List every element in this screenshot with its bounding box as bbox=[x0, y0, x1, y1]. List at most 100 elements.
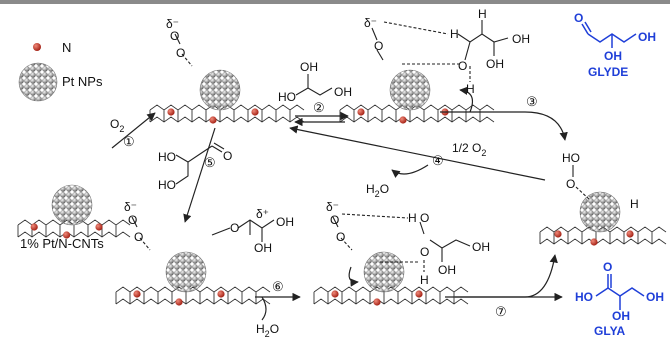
arrow-step-6-water bbox=[261, 296, 267, 321]
glyde-reagent-ho-1: HO bbox=[158, 150, 176, 164]
delta-minus-topleft: δ⁻ bbox=[166, 17, 179, 31]
curved-electron-arrow-top bbox=[459, 86, 473, 113]
nitrogen-atom bbox=[415, 290, 423, 298]
glyde-o: O bbox=[574, 11, 583, 25]
oxygen-right: O bbox=[566, 177, 575, 191]
nitrogen-atom bbox=[175, 298, 183, 306]
nitrogen-legend-label: N bbox=[62, 40, 71, 55]
glyde-label: GLYDE bbox=[588, 65, 628, 79]
catalyst-initial bbox=[17, 184, 131, 239]
step-5-label: ⑤ bbox=[204, 155, 216, 170]
glyde-oh-1: OH bbox=[604, 49, 622, 63]
oxygen-topleft-2: O bbox=[176, 46, 185, 60]
nitrogen-atom bbox=[133, 290, 141, 298]
oh-top-2: OH bbox=[512, 32, 530, 46]
step-numbers: ① ② ③ ④ ⑤ ⑥ ⑦ bbox=[123, 94, 538, 319]
arrows bbox=[111, 86, 568, 321]
reagents: O2 1/2 O2 H2O H2O bbox=[110, 117, 486, 337]
water-step-6: H2O bbox=[256, 322, 279, 337]
catalyst-bottom-middle bbox=[313, 251, 469, 306]
oxygen-bottommid-3: O bbox=[420, 211, 429, 225]
glya-structure bbox=[595, 274, 645, 310]
glyde-reagent-ho-2: HO bbox=[158, 178, 176, 192]
glya-oh-1: OH bbox=[612, 309, 630, 323]
glyde-structure bbox=[581, 21, 637, 48]
oxygen-top-2: O bbox=[458, 59, 467, 73]
hydrogen-top-2: H bbox=[478, 7, 487, 21]
glycerol-oh-mid: OH bbox=[300, 60, 318, 74]
hydrogen-bottommid-2: H bbox=[420, 273, 429, 287]
nitrogen-atom bbox=[209, 116, 217, 124]
platinum-legend-label: Pt NPs bbox=[62, 74, 103, 89]
peroxo-right bbox=[572, 165, 591, 201]
glycerol-oh-end: OH bbox=[334, 85, 352, 99]
glyde-reagent-o: O bbox=[223, 149, 232, 163]
top-rule bbox=[0, 0, 670, 4]
platinum-nanoparticle bbox=[165, 251, 207, 293]
bottommid-intermediate bbox=[332, 213, 471, 272]
delta-plus: δ⁺ bbox=[256, 207, 269, 221]
nitrogen-atom bbox=[554, 230, 562, 238]
peroxo-topleft bbox=[174, 33, 193, 67]
catalyst-top-middle bbox=[339, 69, 495, 124]
platinum-nanoparticle bbox=[51, 184, 93, 226]
glya-o: O bbox=[603, 260, 612, 274]
glyceraldehyde-molecule bbox=[175, 142, 225, 185]
step-1-label: ① bbox=[123, 134, 135, 149]
arrow-step-4 bbox=[289, 125, 546, 181]
step-4-label: ④ bbox=[432, 153, 444, 168]
nitrogen-legend-icon bbox=[33, 43, 41, 51]
oxygen-bottommid-2: O bbox=[336, 230, 345, 244]
oxygen-bottommid-4: O bbox=[420, 245, 429, 259]
platinum-nanoparticle bbox=[389, 69, 431, 111]
oxygen-bottomleft-1: O bbox=[128, 213, 137, 227]
oxygen-topleft-1: O bbox=[170, 29, 179, 43]
glya-oh-2: OH bbox=[646, 290, 664, 304]
arrow-step-5 bbox=[183, 127, 216, 223]
top-middle-intermediate bbox=[371, 20, 509, 82]
arrow-step-4-water bbox=[391, 164, 429, 178]
arrow-step-1 bbox=[111, 112, 156, 149]
hydrogen-top-3: H bbox=[466, 82, 475, 96]
curved-electron-arrow-bottom bbox=[348, 266, 359, 287]
nitrogen-atom bbox=[63, 231, 71, 239]
glycerol-molecule bbox=[295, 74, 333, 96]
step-2-label: ② bbox=[313, 100, 325, 115]
catalyst-top-left bbox=[149, 69, 305, 124]
hydrogen-bottommid-1: H bbox=[408, 211, 417, 225]
step-6-label: ⑥ bbox=[272, 279, 284, 294]
step-7-label: ⑦ bbox=[495, 304, 507, 319]
catalyst-label: 1% Pt/N-CNTs bbox=[20, 236, 104, 251]
ho-right: HO bbox=[562, 151, 580, 165]
step-3-label: ③ bbox=[526, 94, 538, 109]
hydrogen-right: H bbox=[630, 197, 639, 211]
platinum-nanoparticle bbox=[363, 251, 405, 293]
nitrogen-atom bbox=[357, 108, 365, 116]
glya-label: GLYA bbox=[594, 324, 625, 337]
nitrogen-atom bbox=[251, 108, 259, 116]
nitrogen-atom bbox=[626, 230, 634, 238]
glycerol-ho: HO bbox=[278, 90, 296, 104]
platinum-nanoparticle bbox=[199, 69, 241, 111]
catalyst-bottom-left bbox=[115, 251, 271, 306]
water-step-4: H2O bbox=[366, 182, 389, 199]
oh-bottommid-1: OH bbox=[472, 240, 490, 254]
oxygen-top-1: O bbox=[374, 39, 383, 53]
oh-bottomleft-2: OH bbox=[254, 241, 272, 255]
oh-top-1: OH bbox=[486, 57, 504, 71]
delta-minus-bottommid: δ⁻ bbox=[326, 200, 339, 214]
catalyst-structures bbox=[17, 69, 667, 306]
platinum-nanoparticle bbox=[579, 191, 621, 233]
nitrogen-atom bbox=[167, 108, 175, 116]
hydrogen-top: H bbox=[450, 27, 459, 41]
oxygen-bottommid-1: O bbox=[330, 213, 339, 227]
glyde-oh-2: OH bbox=[638, 30, 656, 44]
arrow-step-3 bbox=[440, 111, 568, 141]
delta-minus-bottomleft: δ⁻ bbox=[124, 200, 137, 214]
oh-bottomleft-1: OH bbox=[276, 215, 294, 229]
nitrogen-atom bbox=[217, 290, 225, 298]
aldehyde-o: O bbox=[230, 221, 239, 235]
oxygen-bottomleft-2: O bbox=[134, 230, 143, 244]
